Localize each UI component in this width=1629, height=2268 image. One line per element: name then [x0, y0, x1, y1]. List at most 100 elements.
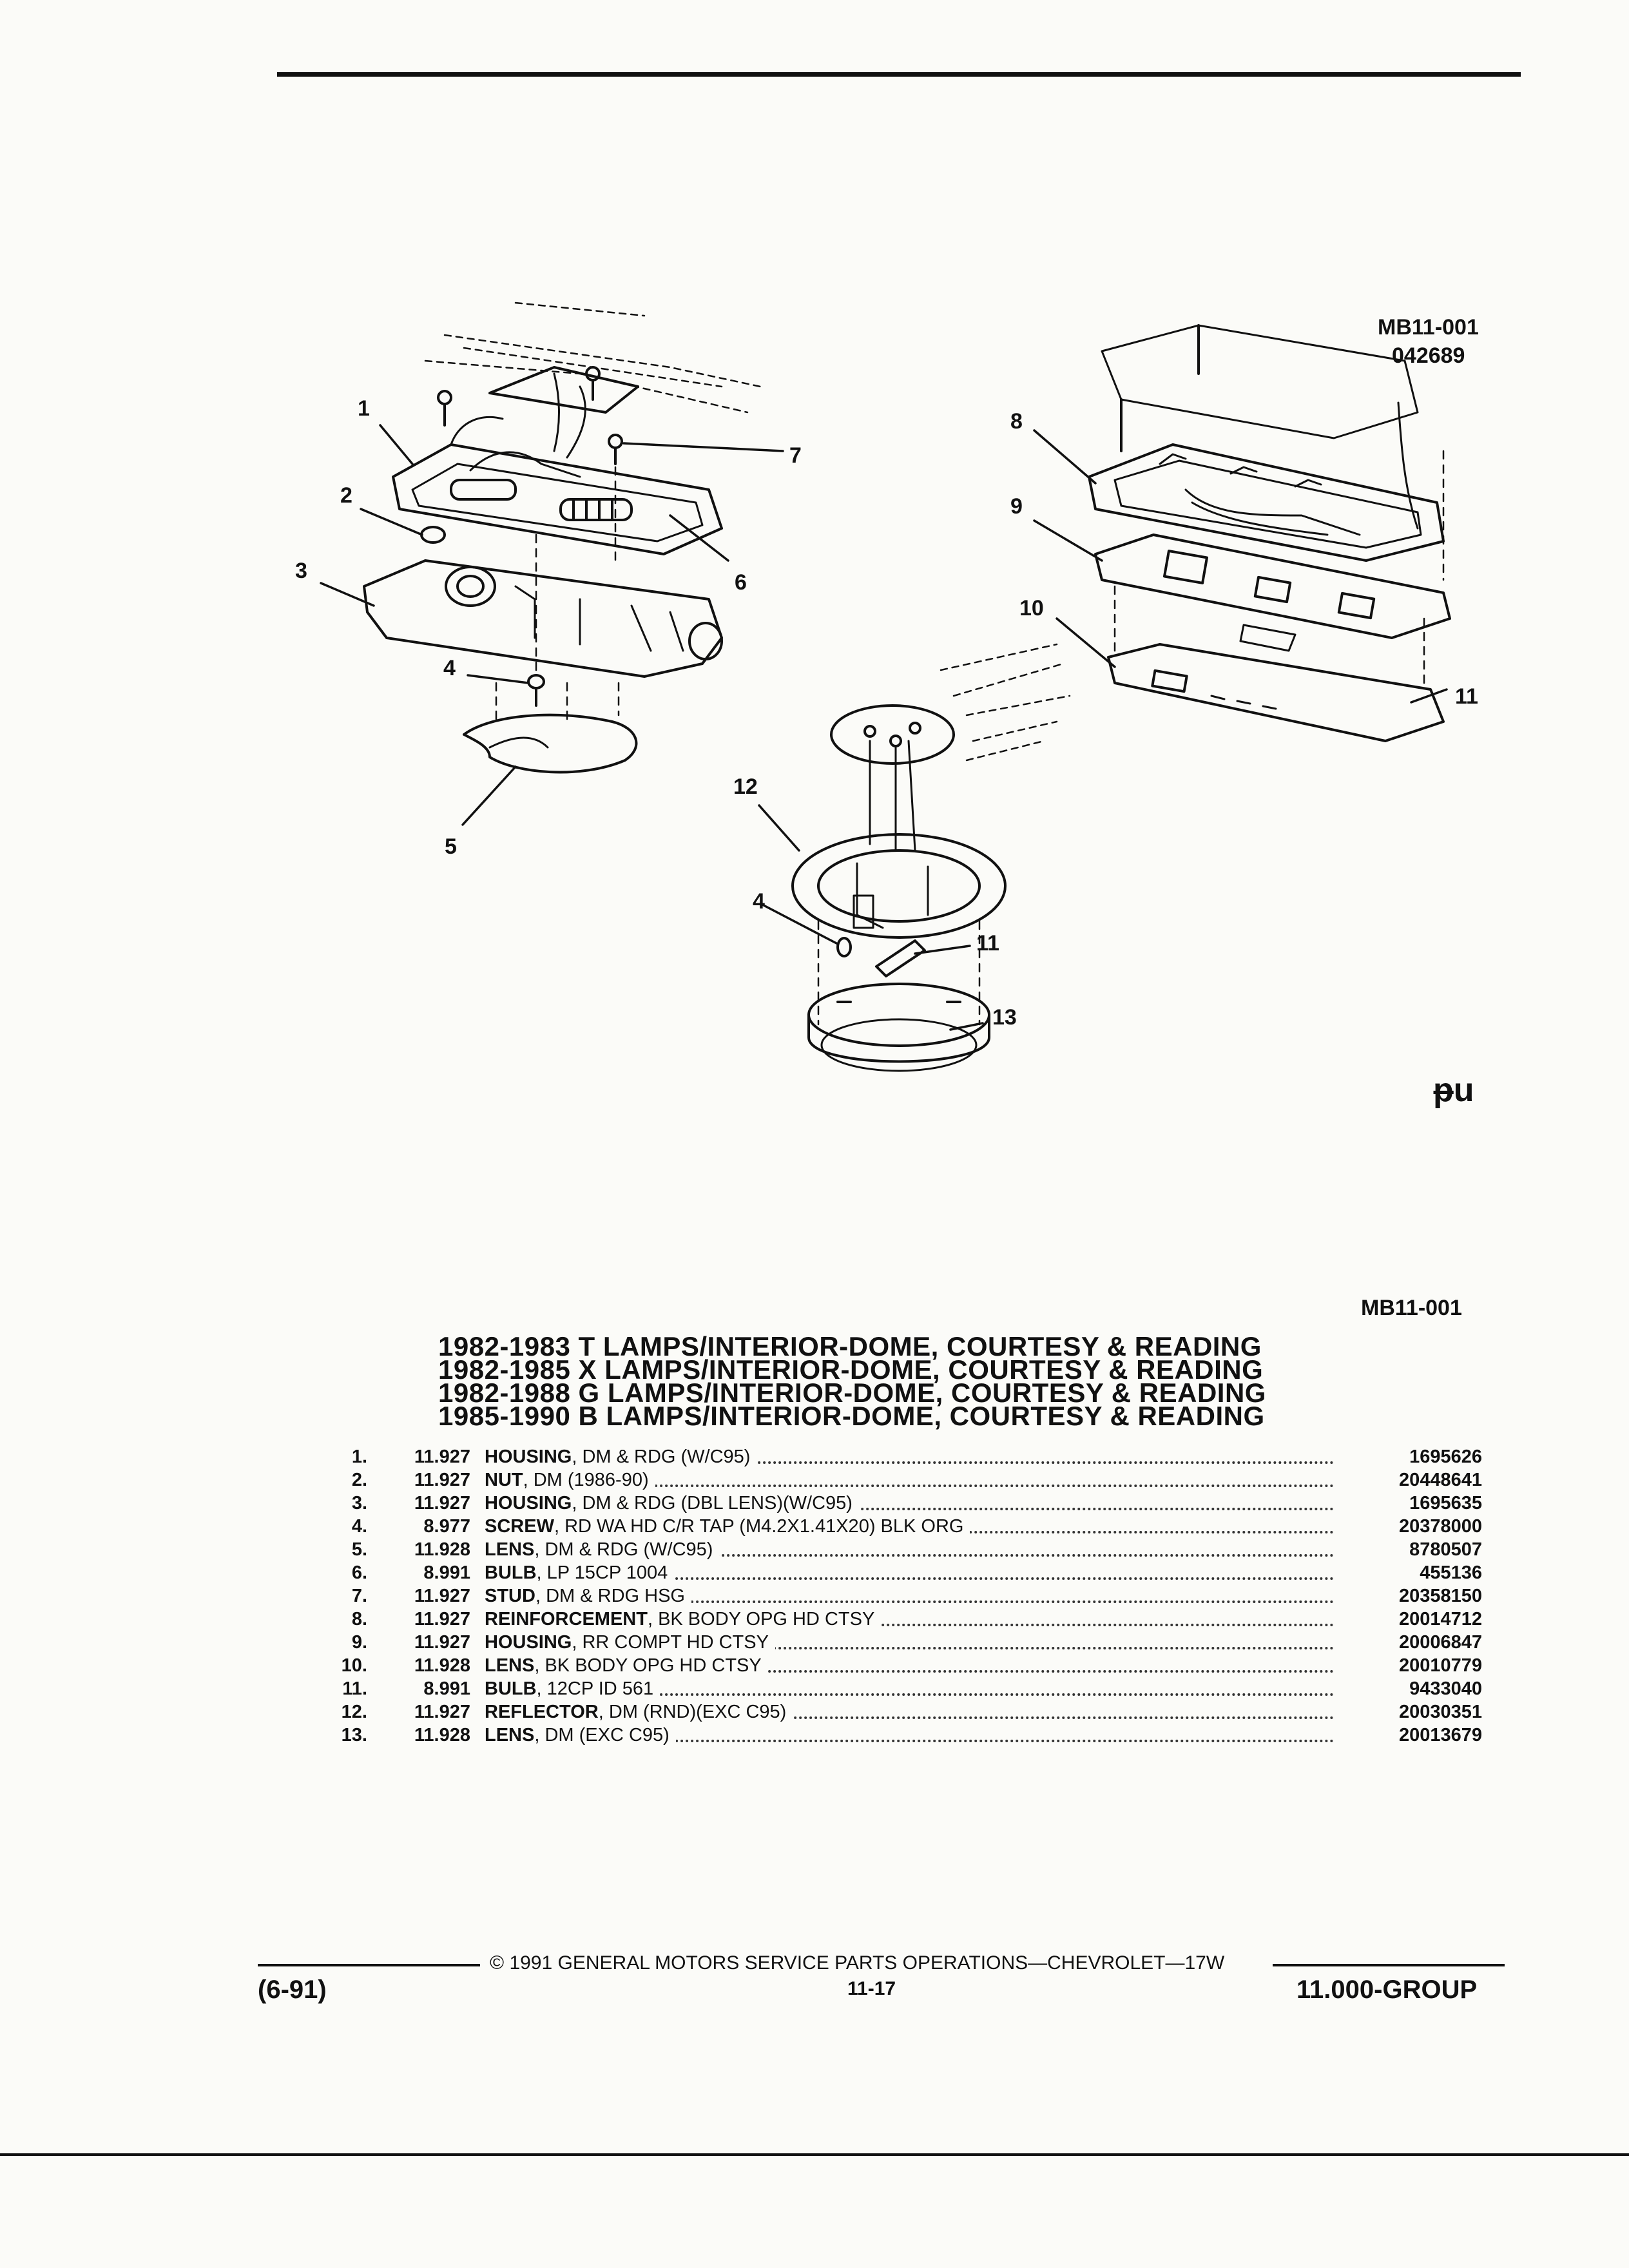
part-code: 8.977	[423, 1516, 470, 1537]
part-code: 11.927	[414, 1702, 470, 1722]
footer-line-left	[258, 1964, 480, 1966]
footer-revision: (6-91)	[258, 1975, 327, 2004]
alignment-lines-left	[495, 466, 620, 723]
part-row: 8. 11.927 REINFORCEMENT, BK BODY OPG HD CT…	[322, 1609, 1482, 1632]
callout-10: 10	[1019, 596, 1044, 620]
callout-7: 7	[789, 443, 802, 468]
part-number: 11.	[342, 1678, 367, 1699]
part-description: , DM & RDG (DBL LENS)(W/C95)	[572, 1493, 853, 1514]
part-description: , DM (1986-90)	[523, 1470, 649, 1490]
part-code: 11.927	[414, 1470, 470, 1490]
callout-11-round: 11	[976, 931, 999, 956]
exploded-parts-diagram: 1 2 3 4 5 6 7 8 9 10 11 12 4 11 13	[295, 302, 1478, 1072]
part-name: HOUSING	[485, 1493, 572, 1514]
part-name: HOUSING	[485, 1632, 572, 1653]
figure-id: MB11-001	[1378, 315, 1479, 340]
callout-9: 9	[1010, 494, 1023, 519]
part-catalog-number: 20378000	[1398, 1516, 1482, 1537]
part-row: 3. 11.927 HOUSING, DM & RDG (DBL LENS)(W/C…	[322, 1493, 1482, 1516]
footer-copyright: © 1991 GENERAL MOTORS SERVICE PARTS OPER…	[490, 1952, 1225, 1974]
part-number: 8.	[351, 1609, 367, 1629]
part-number: 13.	[341, 1725, 367, 1745]
part-code: 11.928	[414, 1725, 470, 1745]
rear-courtesy-lamp-assembly	[1088, 324, 1451, 742]
part-catalog-number: 20448641	[1398, 1470, 1482, 1490]
part-code: 11.927	[414, 1609, 470, 1629]
part-name-cell: REINFORCEMENT, BK BODY OPG HD CTSY	[485, 1609, 1334, 1630]
part-number: 5.	[351, 1539, 367, 1560]
part-name-cell: REFLECTOR, DM (RND)(EXC C95)	[485, 1702, 1334, 1723]
housing-part-3	[363, 559, 723, 678]
callout-8: 8	[1010, 409, 1023, 434]
mounting-screws	[437, 366, 623, 465]
table-ref: MB11-001	[1361, 1296, 1462, 1320]
part-code: 11.927	[414, 1493, 470, 1514]
part-description: , BK BODY OPG HD CTSY	[647, 1609, 875, 1629]
part-number: 1.	[351, 1446, 367, 1467]
mounting-bracket	[488, 366, 639, 414]
part-number: 4.	[351, 1516, 367, 1537]
part-name-cell: NUT, DM (1986-90)	[485, 1470, 1334, 1491]
part-description: , DM & RDG (W/C95)	[534, 1539, 713, 1560]
part-description: , LP 15CP 1004	[536, 1562, 668, 1583]
part-number: 9.	[351, 1632, 367, 1653]
part-code: 11.927	[414, 1446, 470, 1467]
part-name: HOUSING	[485, 1446, 572, 1467]
title-line-1: 1982-1983 T LAMPS/INTERIOR-DOME, COURTES…	[438, 1331, 1262, 1361]
top-rule	[277, 72, 1521, 77]
part-description: , 12CP ID 561	[536, 1678, 654, 1699]
callout-11: 11	[1455, 684, 1478, 709]
bottom-rule	[0, 2153, 1629, 2156]
callout-3: 3	[295, 559, 307, 583]
part-number: 2.	[351, 1470, 367, 1490]
part-number: 12.	[341, 1702, 367, 1722]
callout-12: 12	[733, 774, 758, 799]
callout-leader-lines	[320, 424, 1448, 1031]
part-name-cell: BULB, LP 15CP 1004	[485, 1562, 1334, 1584]
round-dome-lamp-assembly	[791, 643, 1071, 1072]
part-number: 3.	[351, 1493, 367, 1514]
title-line-3: 1982-1988 G LAMPS/INTERIOR-DOME, COURTES…	[438, 1378, 1266, 1408]
bulb-left	[450, 479, 517, 501]
part-description: , BK BODY OPG HD CTSY	[534, 1655, 762, 1676]
part-name-cell: HOUSING, DM & RDG (W/C95)	[485, 1446, 1334, 1468]
part-number: 10.	[341, 1655, 367, 1676]
part-code: 8.991	[423, 1562, 470, 1583]
part-catalog-number: 20014712	[1398, 1609, 1482, 1629]
part-description: , DM (EXC C95)	[534, 1725, 670, 1745]
part-description: , DM (RND)(EXC C95)	[598, 1702, 787, 1722]
title-block: 1982-1983 T LAMPS/INTERIOR-DOME, COURTES…	[438, 1331, 1366, 1430]
part-name: NUT	[485, 1470, 523, 1490]
footer-line-right	[1273, 1964, 1505, 1966]
footer-group: 11.000-GROUP	[1296, 1975, 1478, 2004]
part-name-cell: LENS, DM & RDG (W/C95)	[485, 1539, 1334, 1561]
part-description: , DM & RDG (W/C95)	[572, 1446, 751, 1467]
part-name-cell: STUD, DM & RDG HSG	[485, 1586, 1334, 1607]
part-name: LENS	[485, 1725, 535, 1745]
part-catalog-number: 20358150	[1398, 1586, 1482, 1606]
part-code: 8.991	[423, 1678, 470, 1699]
callout-4-round: 4	[753, 889, 765, 914]
figure-code: 042689	[1392, 343, 1465, 368]
brand-mark: ᵽu	[1433, 1072, 1474, 1109]
part-name: BULB	[485, 1678, 537, 1699]
title-line-2: 1982-1985 X LAMPS/INTERIOR-DOME, COURTES…	[438, 1354, 1264, 1385]
wiring-harness	[469, 372, 586, 478]
part-row: 2. 11.927 NUT, DM (1986-90) 20448641	[322, 1470, 1482, 1493]
callout-5: 5	[445, 834, 457, 859]
part-number: 6.	[351, 1562, 367, 1583]
part-name: SCREW	[485, 1516, 554, 1537]
callout-4: 4	[443, 656, 456, 680]
callout-2: 2	[340, 483, 352, 508]
part-name: REINFORCEMENT	[485, 1609, 648, 1629]
part-catalog-number: 455136	[1420, 1562, 1482, 1583]
